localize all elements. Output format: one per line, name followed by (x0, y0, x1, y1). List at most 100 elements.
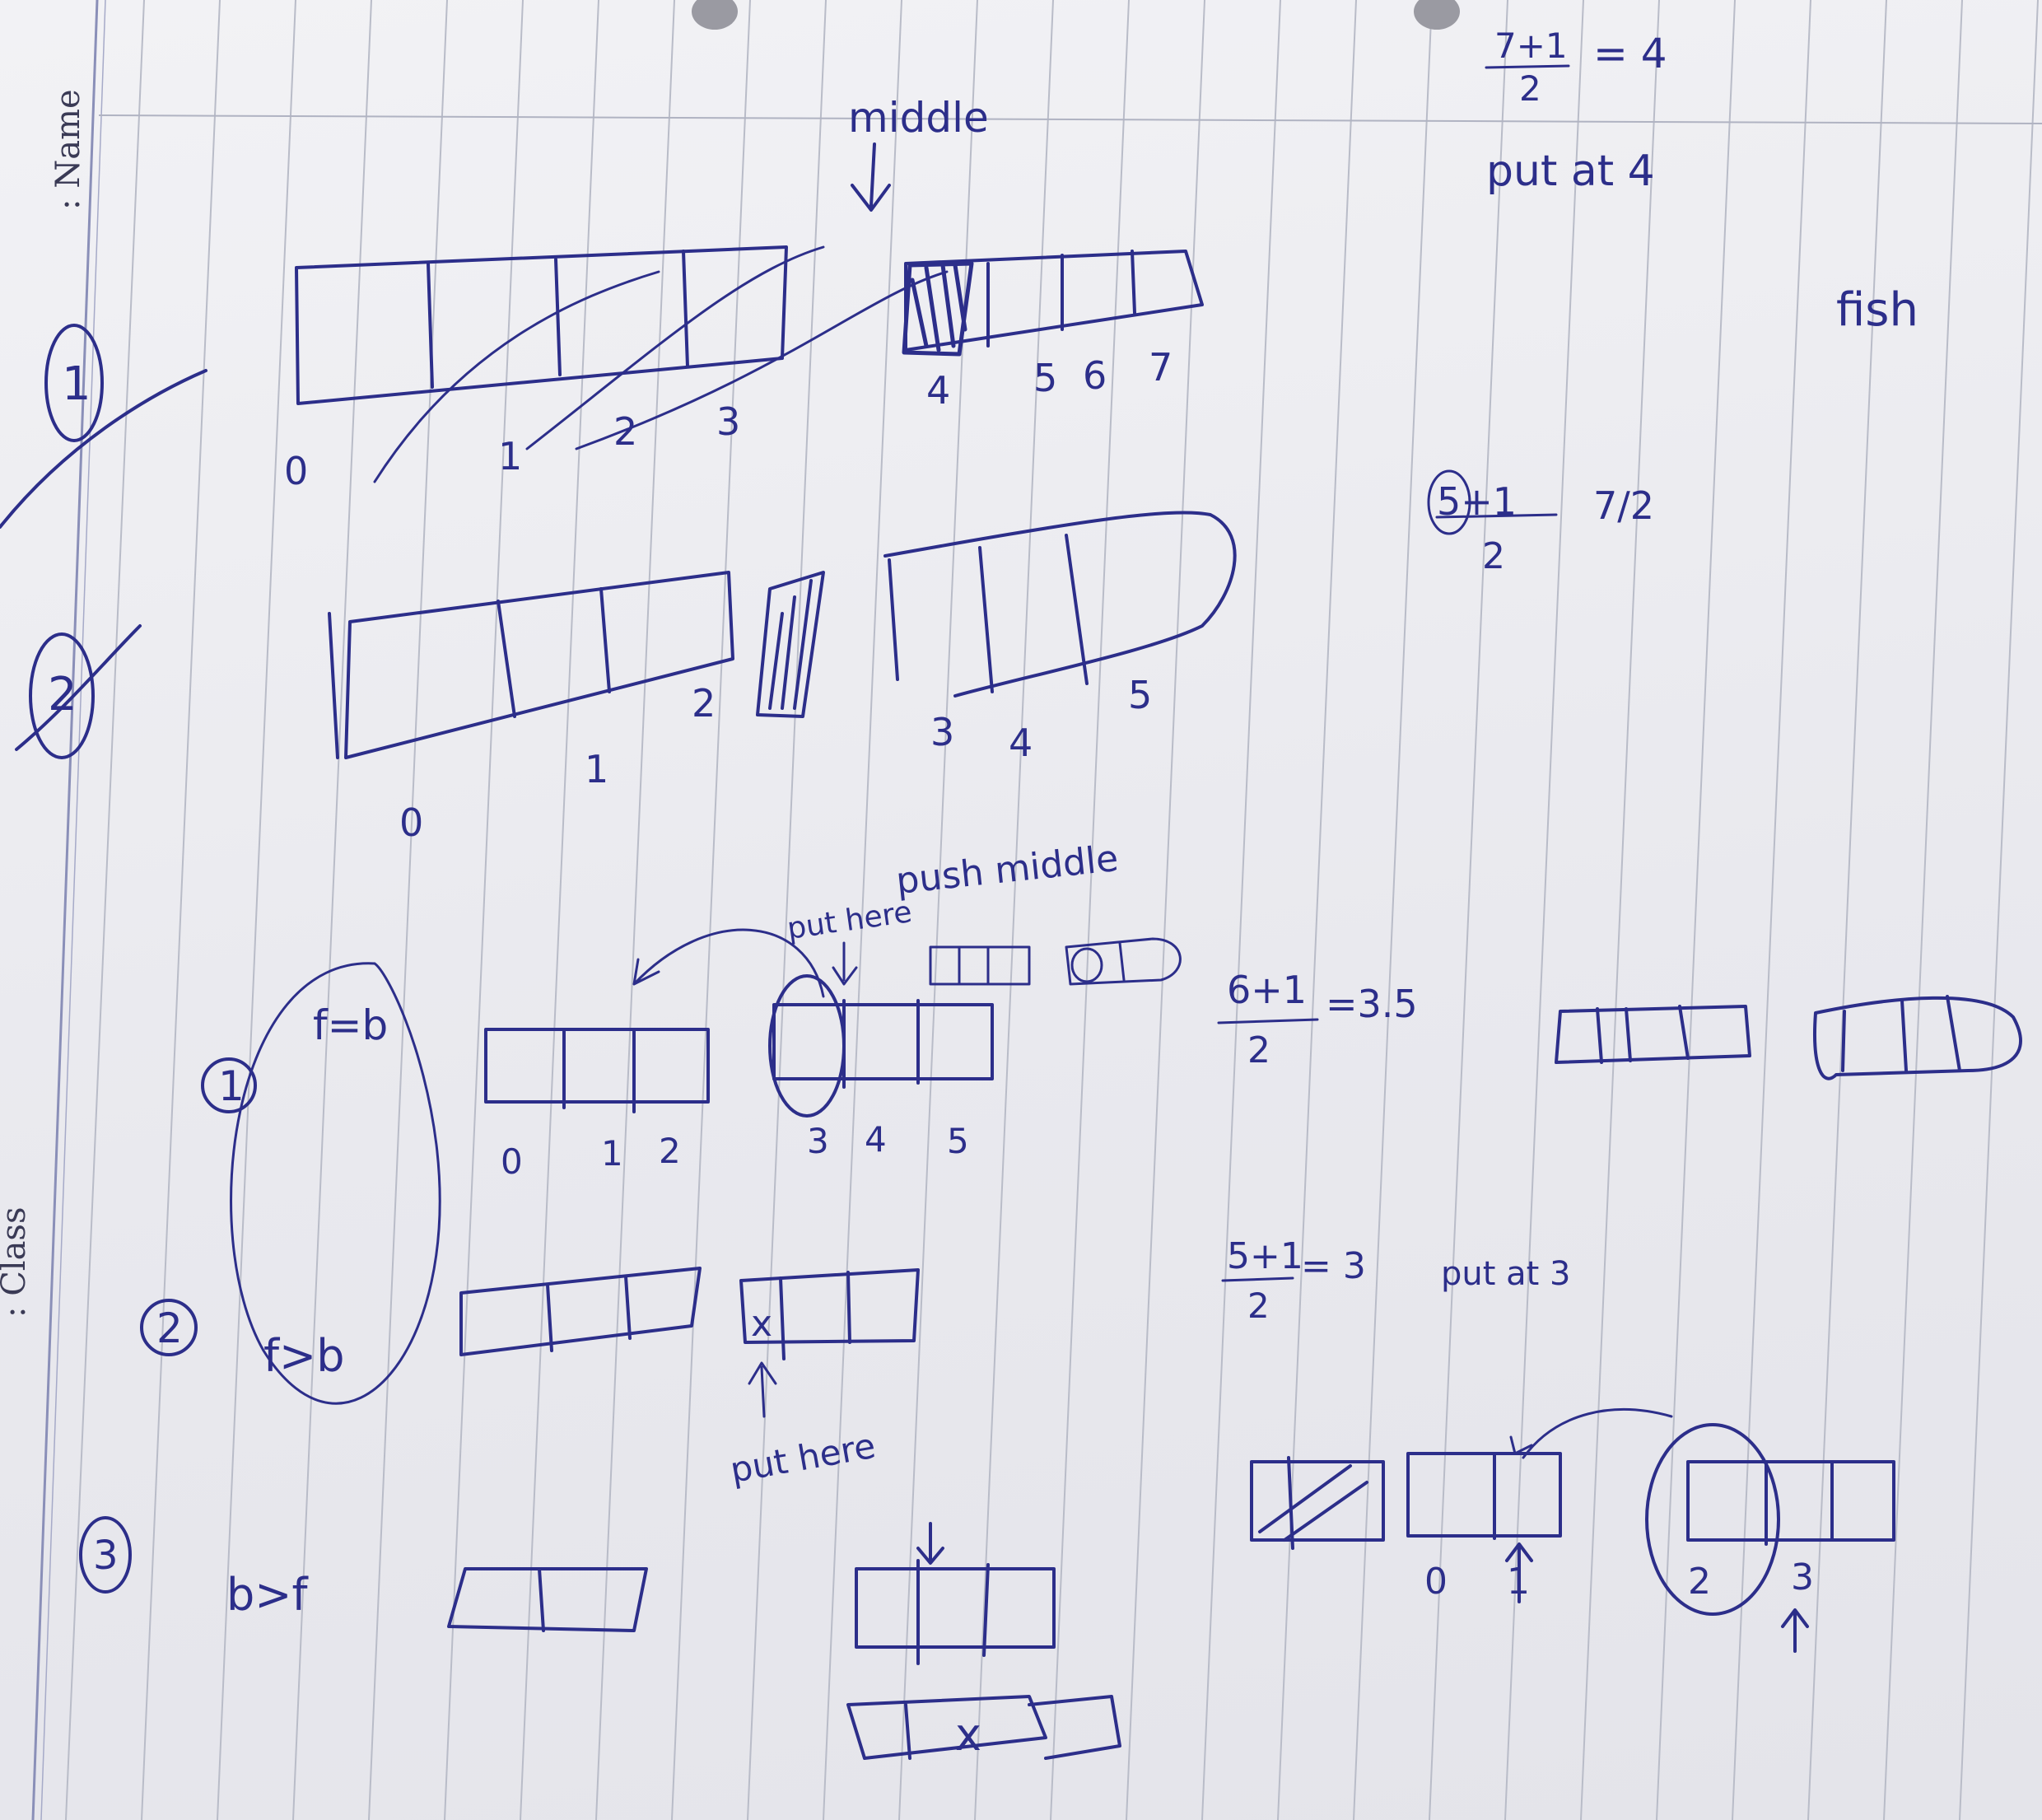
case-2: 2 f>b (140, 1299, 345, 1382)
index-label: 1 (1507, 1561, 1530, 1603)
index-label: 0 (284, 449, 308, 493)
svg-text:put at 4: put at 4 (1486, 147, 1655, 196)
svg-text:2: 2 (1482, 535, 1505, 577)
index-label: 2 (613, 409, 637, 454)
middle-down-arrow (851, 142, 891, 212)
case1-array-right (768, 974, 994, 1118)
case1-small-arrays-right (1555, 995, 2022, 1080)
margin-circle-1: 1 (0, 324, 207, 529)
ruled-line (1504, 0, 1584, 1820)
ruled-line (65, 0, 145, 1820)
svg-text:= 4: = 4 (1593, 30, 1667, 77)
case-3: 3 b>f (79, 1516, 310, 1621)
case1-array-left (484, 1028, 710, 1113)
ruled-line (1656, 0, 1736, 1820)
bottom-array-crossed (1250, 1456, 1385, 1550)
svg-text:1: 1 (218, 1062, 245, 1110)
case-1: 1 f=b (201, 962, 441, 1405)
index-label: 1 (601, 1133, 623, 1174)
index-label: 2 (1688, 1561, 1711, 1603)
ruled-line (1201, 0, 1281, 1820)
ruled-line (292, 0, 372, 1820)
ruled-line (1580, 0, 1660, 1820)
index-label: 3 (716, 399, 740, 444)
index-label: 7 (1149, 345, 1173, 390)
svg-text:2: 2 (1519, 68, 1541, 109)
index-label: 1 (585, 747, 608, 791)
ruled-line (747, 0, 827, 1820)
ruled-line (141, 0, 221, 1820)
formula-2: 5+1 2 7/2 (1427, 469, 1654, 577)
ruled-line (1807, 0, 1887, 1820)
put-here-top-arrow (832, 941, 858, 986)
class-label: : Class (0, 1207, 33, 1318)
ruled-lines (65, 0, 2039, 1820)
curved-move-arrow-bottom (1509, 1408, 1673, 1459)
index-label: 0 (501, 1141, 523, 1182)
ruled-line (1429, 0, 1508, 1820)
ruled-line (1883, 0, 1963, 1820)
case3-array-left (447, 1567, 648, 1632)
header-rule (98, 114, 2042, 124)
row2-array-left (328, 571, 734, 759)
ruled-line (671, 0, 751, 1820)
ruled-line (520, 0, 599, 1820)
svg-text:2: 2 (48, 668, 77, 721)
row1-array-left (295, 245, 788, 405)
put-here-top-label: put here (786, 895, 915, 946)
case3-array-middle (855, 1522, 1056, 1665)
fish-word: fish (1836, 283, 1918, 337)
ruled-line (217, 0, 296, 1820)
index-label: 5 (1033, 356, 1057, 400)
row1-cross-strokes (373, 245, 949, 483)
case2-array-left (459, 1267, 702, 1356)
curved-move-arrow-top (632, 928, 825, 998)
name-label: : Name (49, 89, 87, 210)
small-arrays-top (929, 937, 1182, 986)
svg-text:1: 1 (62, 357, 91, 411)
ruled-line (368, 0, 448, 1820)
index-label: 4 (1009, 721, 1033, 765)
svg-text:=3.5: =3.5 (1326, 982, 1418, 1026)
index-label: 4 (865, 1119, 887, 1160)
case3-array-bottom: x (846, 1695, 1121, 1761)
ruled-line (1353, 0, 1433, 1820)
index-label: 2 (659, 1131, 681, 1171)
binder-hole-right (1414, 0, 1460, 30)
push-middle-label: push middle (894, 838, 1121, 903)
svg-text:2: 2 (1247, 1029, 1270, 1071)
index-label: 6 (1083, 353, 1107, 398)
binder-hole-left (692, 0, 738, 30)
svg-text:7/2: 7/2 (1593, 483, 1654, 528)
put-here-bottom-arrow (748, 1361, 777, 1418)
row2-array-right (883, 511, 1237, 698)
svg-text:7+1: 7+1 (1494, 26, 1568, 66)
index-label: 2 (692, 681, 716, 726)
index-label: 5 (947, 1121, 969, 1161)
ruled-line (1959, 0, 2039, 1820)
index-label: 1 (498, 434, 522, 478)
svg-text:6+1: 6+1 (1227, 968, 1307, 1012)
row1-shaded-cell (902, 261, 974, 357)
svg-text:f=b: f=b (313, 1001, 388, 1049)
svg-text:x: x (751, 1303, 772, 1345)
margin-rule (31, 0, 99, 1820)
svg-text:b>f: b>f (226, 1569, 310, 1621)
index-label: 3 (1791, 1556, 1814, 1598)
svg-text:3: 3 (93, 1533, 119, 1579)
svg-text:put at 3: put at 3 (1441, 1255, 1571, 1293)
put-here-bottom-label: put here (727, 1426, 879, 1491)
svg-text:2: 2 (1247, 1286, 1270, 1326)
svg-text:x: x (955, 1709, 981, 1761)
svg-text:= 3: = 3 (1301, 1245, 1366, 1287)
top-right-formula: 7+1 2 = 4 put at 4 (1485, 26, 1667, 196)
svg-text:5+1: 5+1 (1227, 1235, 1303, 1277)
formula-4: 5+1 2 = 3 put at 3 (1221, 1235, 1571, 1326)
case2-array-right: x (739, 1268, 920, 1360)
row2-shaded-cell (756, 571, 825, 718)
